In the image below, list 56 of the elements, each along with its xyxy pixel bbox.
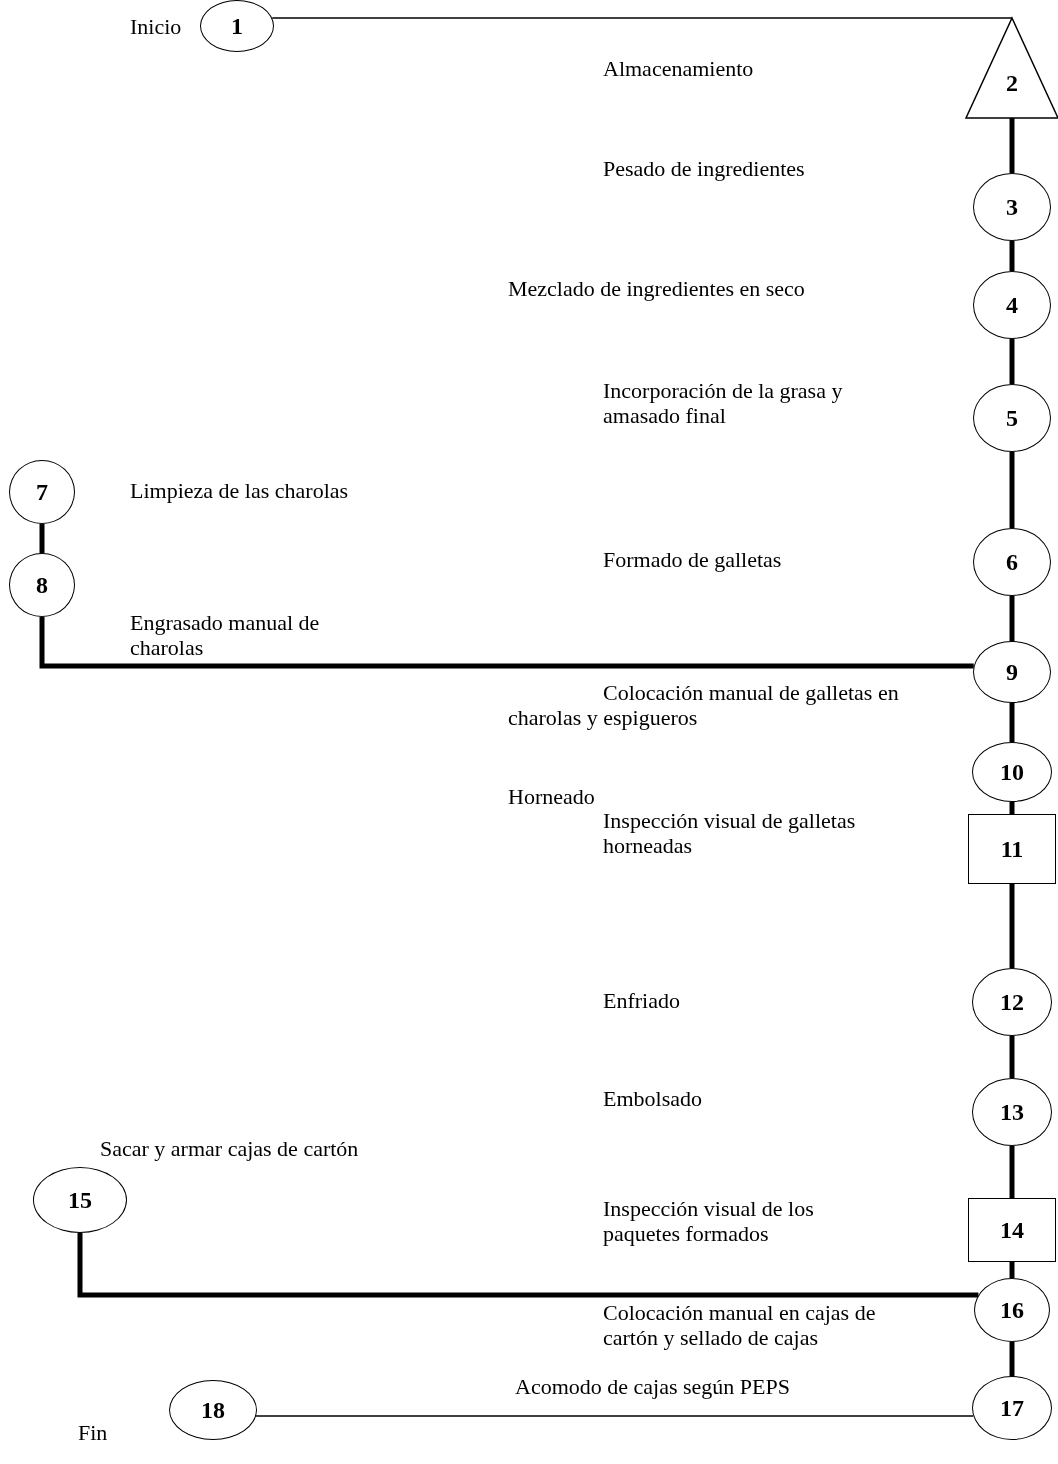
connector-line bbox=[255, 1415, 974, 1417]
step-description: Enfriado bbox=[603, 988, 681, 1013]
connector-line bbox=[39, 617, 974, 669]
connector-line bbox=[1009, 118, 1015, 173]
connector-line bbox=[1009, 339, 1015, 384]
connector-line bbox=[1009, 1262, 1015, 1278]
connector-line bbox=[77, 1233, 979, 1298]
terminal-label: Fin bbox=[78, 1420, 109, 1445]
step-number: 15 bbox=[68, 1188, 92, 1212]
step-number: 13 bbox=[1000, 1100, 1024, 1124]
step-description: Inspección visual de galletas horneadas bbox=[603, 808, 857, 858]
step-description: Sacar y armar cajas de cartón bbox=[100, 1136, 360, 1161]
step-description: Incorporación de la grasa y amasado final bbox=[603, 378, 844, 428]
step-number: 5 bbox=[1006, 406, 1018, 430]
step-number: 16 bbox=[1000, 1298, 1024, 1322]
step-number: 10 bbox=[1000, 760, 1024, 784]
step-number: 6 bbox=[1006, 550, 1018, 574]
connector-line bbox=[1009, 1036, 1015, 1078]
step-number: 7 bbox=[36, 480, 48, 504]
inspection-square bbox=[968, 814, 1056, 884]
step-description: Formado de galletas bbox=[603, 547, 783, 572]
connector-line bbox=[1009, 802, 1015, 814]
terminal-label: Inicio bbox=[130, 14, 183, 39]
step-number: 2 bbox=[1006, 71, 1018, 95]
step-description: Limpieza de las charolas bbox=[130, 478, 350, 503]
step-number: 14 bbox=[1000, 1218, 1024, 1242]
connector-line bbox=[1009, 241, 1015, 271]
connector-line bbox=[39, 524, 45, 553]
step-description: Pesado de ingredientes bbox=[603, 156, 806, 181]
connector-line bbox=[1009, 596, 1015, 641]
step-number: 12 bbox=[1000, 990, 1024, 1014]
step-description: Embolsado bbox=[603, 1086, 703, 1111]
step-number: 17 bbox=[1000, 1396, 1024, 1420]
step-number: 9 bbox=[1006, 660, 1018, 684]
step-description: Acomodo de cajas según PEPS bbox=[515, 1374, 791, 1399]
storage-triangle bbox=[966, 18, 1058, 118]
connector-line bbox=[1009, 1342, 1015, 1376]
inspection-square bbox=[968, 1198, 1056, 1262]
step-number: 8 bbox=[36, 573, 48, 597]
step-number: 18 bbox=[201, 1398, 225, 1422]
step-number: 11 bbox=[1000, 837, 1024, 861]
step-number: 3 bbox=[1006, 195, 1018, 219]
step-number: 1 bbox=[231, 14, 243, 38]
connector-line bbox=[1009, 1146, 1015, 1198]
step-description: Colocación manual en cajas de cartón y sellado de cajas bbox=[603, 1300, 877, 1350]
step-description: Mezclado de ingredientes en seco bbox=[508, 276, 806, 301]
step-description: Colocación manual de galletas en charolas y espigueros bbox=[508, 680, 900, 730]
connector-line bbox=[1009, 884, 1015, 968]
step-description: Horneado bbox=[508, 784, 596, 809]
connector-line bbox=[1009, 452, 1015, 528]
step-description: Engrasado manual de charolas bbox=[130, 610, 321, 660]
step-number: 4 bbox=[1006, 293, 1018, 317]
connector-line bbox=[271, 17, 1013, 19]
connector-line bbox=[1009, 703, 1015, 742]
step-description: Almacenamiento bbox=[603, 56, 755, 81]
step-description: Inspección visual de los paquetes formados bbox=[603, 1196, 815, 1246]
